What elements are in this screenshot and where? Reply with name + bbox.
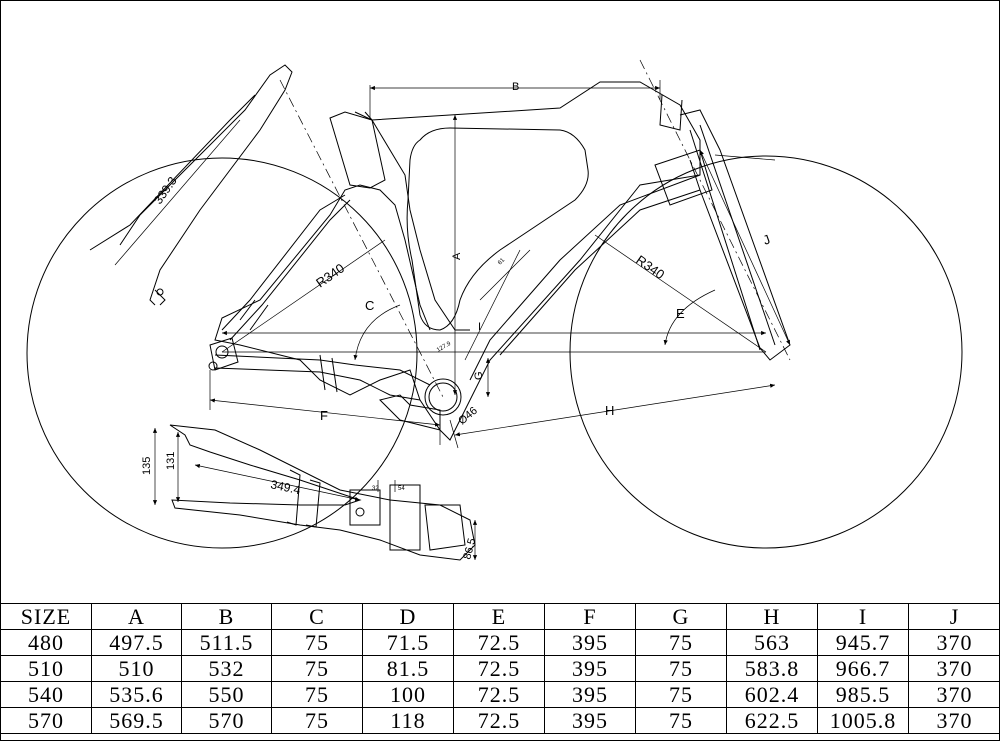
header-f: F: [544, 603, 636, 630]
table-cell: 563: [726, 629, 818, 656]
dim-label-A: A: [451, 252, 463, 260]
table-cell: 75: [271, 681, 363, 708]
table-cell: 535.6: [91, 681, 182, 708]
dim-label-131: 131: [165, 452, 177, 470]
table-cell: 72.5: [453, 629, 545, 656]
table-cell: 511.5: [181, 629, 272, 656]
table-cell: 75: [635, 655, 727, 682]
table-cell: 510: [0, 655, 92, 682]
table-cell: 395: [544, 707, 636, 734]
dim-label-E: E: [676, 306, 685, 321]
table-cell: 532: [181, 655, 272, 682]
header-j: J: [908, 603, 1000, 630]
table-cell: 75: [635, 629, 727, 656]
table-cell: 985.5: [817, 681, 909, 708]
table-cell: 370: [908, 655, 1000, 682]
bottom-bracket: [424, 378, 462, 416]
seatpost: [119, 64, 293, 306]
table-row: 540 535.6 550 75 100 72.5 395 75 602.4 9…: [0, 681, 1000, 708]
table-cell: 583.8: [726, 655, 818, 682]
table-cell: 75: [635, 707, 727, 734]
table-cell: 570: [0, 707, 92, 734]
table-cell: 370: [908, 681, 1000, 708]
table-cell: 75: [635, 681, 727, 708]
dim-label-86-5: 86.5: [461, 537, 478, 561]
table-cell: 1005.8: [817, 707, 909, 734]
table-cell: 71.5: [362, 629, 454, 656]
frame-outline: [214, 81, 701, 441]
header-g: G: [635, 603, 727, 630]
geometry-table: SIZE A B C D E F G H I J 480 497.5 511.5…: [0, 603, 1000, 734]
header-h: H: [726, 603, 818, 630]
table-cell: 550: [181, 681, 272, 708]
table-cell: 510: [91, 655, 182, 682]
dim-label-H: H: [605, 403, 614, 418]
table-cell: 602.4: [726, 681, 818, 708]
table-cell: 370: [908, 707, 1000, 734]
dim-label-J: J: [761, 232, 772, 248]
table-cell: 395: [544, 681, 636, 708]
header-i: I: [817, 603, 909, 630]
dim-label-I: I: [478, 321, 481, 333]
dim-label-r-rear: R340: [313, 260, 347, 290]
table-cell: 540: [0, 681, 92, 708]
table-cell: 497.5: [91, 629, 182, 656]
dim-label-G: G: [473, 371, 485, 380]
chain-stay: [214, 354, 431, 386]
table-cell: 480: [0, 629, 92, 656]
table-cell: 118: [362, 707, 454, 734]
dim-label-C: C: [365, 298, 374, 313]
table-row: 510 510 532 75 81.5 72.5 395 75 583.8 96…: [0, 655, 1000, 682]
header-d: D: [362, 603, 454, 630]
seat-stay: [221, 194, 346, 331]
dim-label-bb-diameter: Ø46: [456, 405, 480, 428]
table-cell: 100: [362, 681, 454, 708]
table-cell: 75: [271, 707, 363, 734]
table-cell: 569.5: [91, 707, 182, 734]
down-tube: [469, 174, 701, 381]
header-a: A: [91, 603, 182, 630]
dim-label-F: F: [320, 408, 328, 423]
dim-label-B: B: [512, 81, 519, 93]
table-cell: 622.5: [726, 707, 818, 734]
table-cell: 72.5: [453, 707, 545, 734]
front-fork: [679, 109, 791, 361]
table-cell: 395: [544, 629, 636, 656]
header-e: E: [453, 603, 545, 630]
dim-label-61: 61: [497, 257, 506, 266]
bike-frame-drawing: B A I F H J G C E R340 R340 339.3 349.4 …: [26, 59, 963, 561]
table-row: 570 569.5 570 75 118 72.5 395 75 622.5 1…: [0, 707, 1000, 734]
table-cell: 945.7: [817, 629, 909, 656]
dim-label-32: 32: [372, 486, 379, 492]
rear-wheel: [26, 157, 418, 549]
table-cell: 370: [908, 629, 1000, 656]
table-cell: 395: [544, 655, 636, 682]
dim-label-54: 54: [398, 486, 405, 492]
table-cell: 966.7: [817, 655, 909, 682]
dim-label-stem-length: 349.4: [269, 477, 302, 497]
header-b: B: [181, 603, 272, 630]
front-triangle-window: [406, 127, 589, 331]
header-c: C: [271, 603, 363, 630]
dim-label-135: 135: [141, 457, 153, 475]
table-row: 480 497.5 511.5 75 71.5 72.5 395 75 563 …: [0, 629, 1000, 656]
table-cell: 75: [271, 655, 363, 682]
table-cell: 72.5: [453, 655, 545, 682]
dim-label-r-front: R340: [633, 252, 667, 282]
table-header-row: SIZE A B C D E F G H I J: [0, 603, 1000, 630]
table-cell: 72.5: [453, 681, 545, 708]
table-cell: 81.5: [362, 655, 454, 682]
table-cell: 570: [181, 707, 272, 734]
header-size: SIZE: [0, 603, 92, 630]
table-cell: 75: [271, 629, 363, 656]
